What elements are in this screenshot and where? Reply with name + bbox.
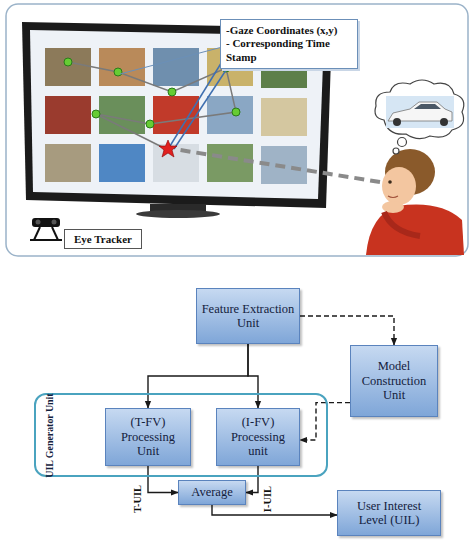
flow-arrow xyxy=(212,505,337,515)
node-label: (T-FV) Processing Unit xyxy=(110,415,186,458)
child-face xyxy=(382,167,416,205)
image-tile xyxy=(45,96,91,134)
leader-line xyxy=(174,58,234,149)
tracker-leg xyxy=(52,227,58,240)
car-window xyxy=(414,104,441,109)
dashed-arrow xyxy=(300,403,350,440)
group-label: UIL Generator Unit xyxy=(44,393,55,477)
gaze-path xyxy=(68,62,236,150)
process-box: Average xyxy=(178,480,246,505)
node-label: Eye Tracker xyxy=(74,233,132,245)
process-box: (T-FV) Processing Unit xyxy=(105,408,191,466)
node-label: Model Construction Unit xyxy=(355,359,433,402)
node-label: (I-FV) Processing unit xyxy=(221,415,295,458)
bubble-cloud xyxy=(375,80,464,139)
image-tile xyxy=(45,144,91,182)
thought-bubble xyxy=(375,80,464,154)
edge-label: I-UIL xyxy=(262,484,274,512)
gaze-star xyxy=(159,140,177,157)
child-figure xyxy=(366,149,464,255)
fixation-dot xyxy=(146,120,154,128)
image-tile xyxy=(153,144,199,182)
callout-box: -Gaze Coordinates (x,y)- Corresponding T… xyxy=(220,19,358,69)
car-image xyxy=(386,96,454,128)
image-tile xyxy=(261,98,307,136)
eye-tracker-device xyxy=(30,218,62,240)
line-of-sight xyxy=(180,150,380,182)
leader-line xyxy=(120,46,226,74)
node-label: Average xyxy=(191,485,232,499)
node-label: Feature Extraction Unit xyxy=(201,302,295,331)
car-wheel xyxy=(440,118,448,126)
fixation-dot xyxy=(92,110,100,118)
flow-arrow xyxy=(246,466,258,493)
image-tile xyxy=(153,48,199,86)
child-eye xyxy=(388,180,392,184)
child-hand xyxy=(382,201,404,213)
image-tile xyxy=(153,96,199,134)
image-tile xyxy=(207,144,253,182)
tracker-base xyxy=(30,239,62,241)
tracker-lens xyxy=(52,220,57,225)
monitor-base xyxy=(136,210,220,218)
child-mouth xyxy=(388,196,398,198)
scene-panel xyxy=(6,4,468,256)
fixation-dot xyxy=(64,58,72,66)
process-box: Feature Extraction Unit xyxy=(196,288,300,344)
process-box: (I-FV) Processing unit xyxy=(216,408,300,466)
tracker-leg xyxy=(34,227,40,240)
car-photo-ground xyxy=(386,96,454,128)
car-wheel xyxy=(393,118,401,126)
flow-arrow xyxy=(148,466,178,493)
image-tile xyxy=(99,48,145,86)
fixation-dot xyxy=(114,68,122,76)
device-tag: Eye Tracker xyxy=(64,229,142,249)
edge-label: T-UIL xyxy=(132,483,144,513)
child-arm xyxy=(384,212,420,236)
flow-arrow xyxy=(248,344,258,408)
node-label: User Interest Level (UIL) xyxy=(342,499,436,528)
bubble-dot xyxy=(398,138,407,147)
node-label: - Corresponding Time Stamp xyxy=(226,37,352,63)
process-box: Model Construction Unit xyxy=(350,345,438,417)
flow-arrow xyxy=(148,344,248,408)
fixation-points xyxy=(64,58,240,128)
tracker-body xyxy=(32,218,60,227)
bubble-dot xyxy=(393,148,399,154)
dashed-arrow xyxy=(300,316,394,345)
output-box: User Interest Level (UIL) xyxy=(337,490,441,536)
fixation-dot xyxy=(232,108,240,116)
child-shirt xyxy=(366,205,464,255)
image-tile xyxy=(99,96,145,134)
tracker-lens xyxy=(36,220,41,225)
image-tile xyxy=(45,48,91,86)
node-label: -Gaze Coordinates (x,y) xyxy=(226,24,338,37)
fixation-dot xyxy=(168,88,176,96)
group-frame: (T-FV) Processing Unit (I-FV) Processing … xyxy=(34,393,328,477)
image-tile xyxy=(99,144,145,182)
